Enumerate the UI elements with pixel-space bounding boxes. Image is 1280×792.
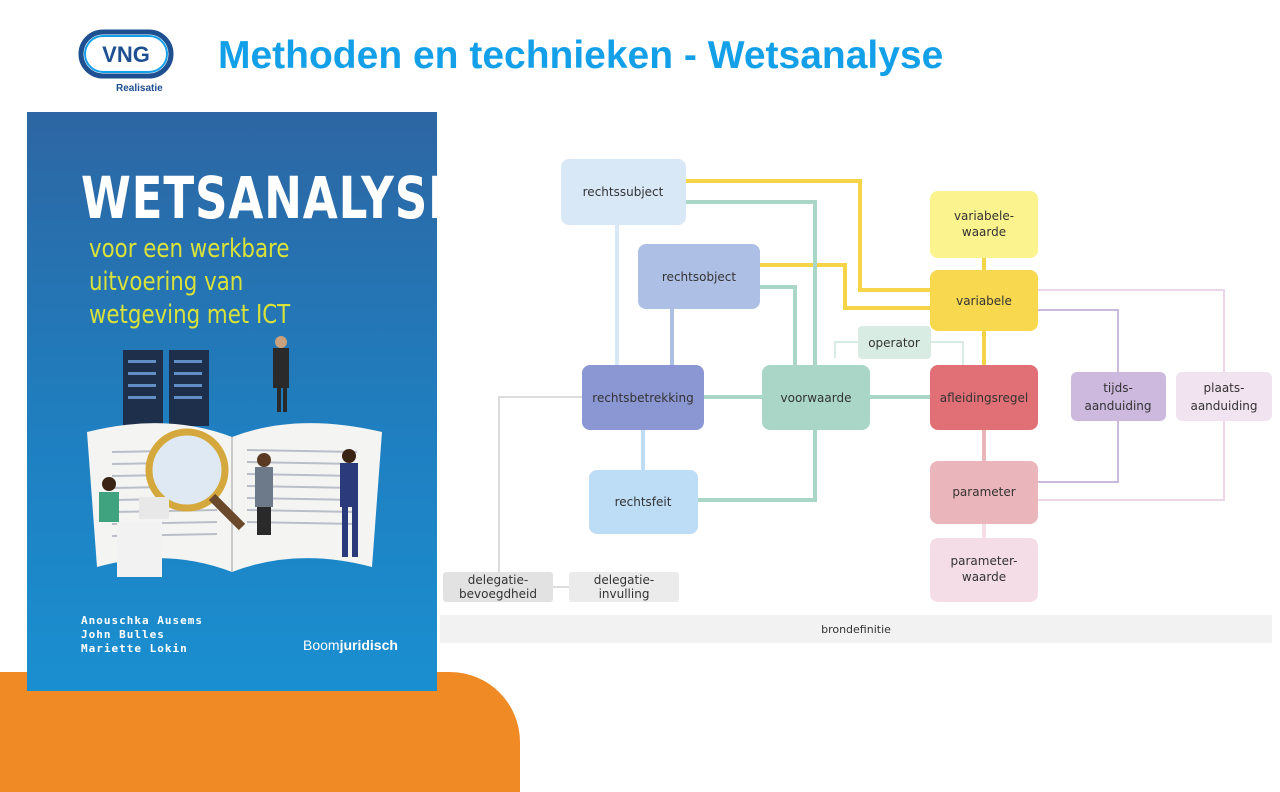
node-operator: operator (858, 326, 931, 359)
node-label: rechtsobject (662, 270, 736, 284)
node-label: parameter- (951, 554, 1018, 568)
book-author: John Bulles (81, 628, 165, 641)
publisher-bold: juridisch (339, 637, 398, 653)
node-afleidingsregel: afleidingsregel (930, 365, 1038, 430)
book-cover: WETSANALYSE voor een werkbare uitvoering… (27, 112, 437, 691)
node-variabele: variabele (930, 270, 1038, 331)
book-publisher: Boomjuridisch (303, 637, 398, 653)
brondefinitie-bar: brondefinitie (440, 615, 1272, 643)
node-label: waarde (962, 570, 1006, 584)
node-label: parameter (952, 485, 1015, 499)
node-label: rechtsbetrekking (592, 391, 693, 405)
vng-logo: VNG (78, 29, 174, 79)
connector-line (760, 285, 797, 365)
book-subtitle-line: wetgeving met ICT (89, 300, 291, 330)
node-delegatiebevoegdheid: delegatie- bevoegdheid (443, 572, 553, 602)
publisher-light: Boom (303, 637, 340, 653)
node-plaatsaanduiding: plaats- aanduiding (1176, 372, 1272, 421)
connector-line (1038, 421, 1119, 483)
connector-line (686, 200, 817, 365)
connector-line (1038, 421, 1225, 501)
book-subtitle-line: voor een werkbare (89, 234, 290, 264)
brondefinitie-label: brondefinitie (821, 623, 891, 636)
node-voorwaarde: voorwaarde (762, 365, 870, 430)
node-label: invulling (599, 587, 650, 601)
book-illustration (87, 336, 382, 577)
node-label: tijds- (1103, 381, 1133, 395)
node-label: aanduiding (1190, 399, 1257, 413)
book-subtitle-line: uitvoering van (89, 267, 244, 297)
connector-line (1038, 289, 1225, 372)
connector-line (686, 179, 930, 292)
node-delegatieinvulling: delegatie- invulling (569, 572, 679, 602)
node-rechtsbetrekking: rechtsbetrekking (582, 365, 704, 430)
node-variabele-waarde: variabele- waarde (930, 191, 1038, 258)
node-label: waarde (962, 225, 1006, 239)
wetsanalyse-diagram: rechtssubject rechtsobject rechtsbetrekk… (443, 159, 1272, 602)
node-parameter: parameter (930, 461, 1038, 524)
book-author: Mariette Lokin (81, 642, 188, 655)
node-rechtssubject: rechtssubject (561, 159, 686, 225)
connector-line (1038, 309, 1119, 372)
node-rechtsobject: rechtsobject (638, 244, 760, 309)
node-parameter-waarde: parameter- waarde (930, 538, 1038, 602)
node-label: delegatie- (468, 573, 528, 587)
node-label: variabele- (954, 209, 1014, 223)
node-label: rechtssubject (583, 185, 664, 199)
connector-line (931, 341, 964, 365)
node-label: variabele (956, 294, 1012, 308)
connector-line (760, 263, 930, 310)
node-label: rechtsfeit (615, 495, 672, 509)
connector-line (834, 341, 858, 358)
node-rechtsfeit: rechtsfeit (589, 470, 698, 534)
node-label: plaats- (1204, 381, 1245, 395)
logo-subtext: Realisatie (116, 83, 163, 94)
node-label: delegatie- (594, 573, 654, 587)
connector-line (498, 396, 582, 572)
page-title: Methoden en technieken - Wetsanalyse (218, 34, 944, 77)
logo-text: VNG (102, 42, 150, 67)
book-title: WETSANALYSE (81, 164, 437, 232)
node-tijdsaanduiding: tijds- aanduiding (1071, 372, 1166, 421)
node-label: operator (868, 336, 920, 350)
node-label: bevoegdheid (459, 587, 537, 601)
node-label: afleidingsregel (940, 391, 1028, 405)
connector-line (698, 430, 817, 502)
node-label: voorwaarde (781, 391, 852, 405)
book-author: Anouschka Ausems (81, 614, 203, 627)
node-label: aanduiding (1084, 399, 1151, 413)
